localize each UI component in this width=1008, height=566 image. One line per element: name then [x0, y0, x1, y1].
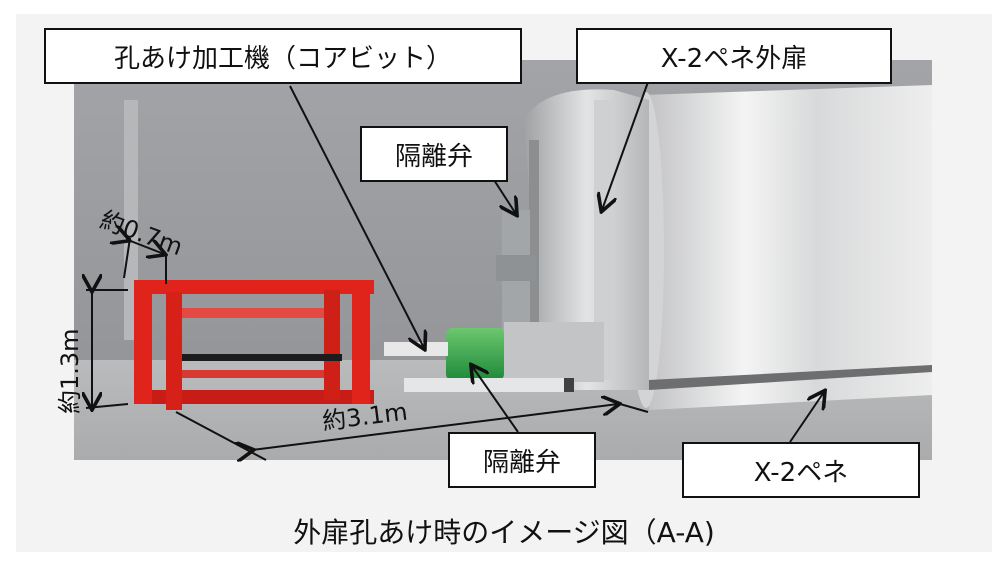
valve-duct — [504, 322, 604, 382]
penetration-base-line — [649, 365, 932, 390]
green-isolation-valve — [446, 328, 504, 380]
floor-plate — [404, 378, 564, 392]
core-bit-shaft — [384, 342, 448, 356]
isolation-valve-body — [496, 255, 536, 281]
rendered-scene — [74, 60, 932, 460]
scene-illustration — [74, 60, 932, 460]
penetration-cylinder — [644, 85, 932, 410]
